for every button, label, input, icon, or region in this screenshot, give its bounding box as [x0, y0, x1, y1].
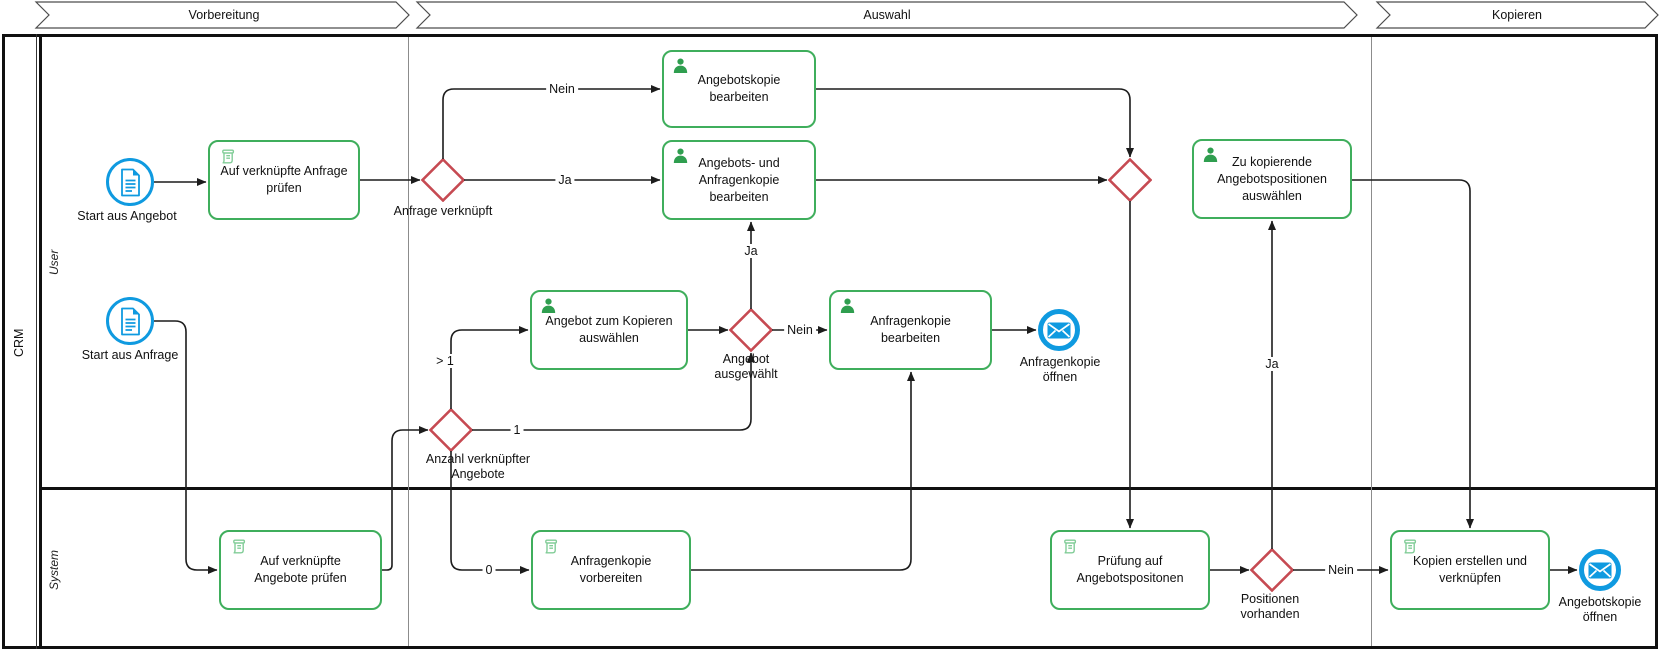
- node-label-line: Positionen: [1240, 592, 1300, 606]
- user-icon: [1202, 146, 1219, 168]
- task-label-line: auswählen: [1242, 188, 1302, 203]
- phase-label-kopieren: Kopieren: [1491, 8, 1543, 22]
- task-label-line: Angebote prüfen: [254, 571, 347, 585]
- flow-condition-label: Nein: [784, 323, 816, 337]
- task-label-line: Angebotskopie: [697, 73, 781, 87]
- script-icon: [1060, 537, 1079, 561]
- start-event-start-aus-angebot[interactable]: [106, 158, 154, 206]
- envelope-icon: [1588, 562, 1612, 579]
- task-label-line: Angebotspositonen: [1076, 571, 1184, 585]
- flow-condition-label: Ja: [741, 244, 761, 258]
- gateway-anzahl-verknuepfter-angebote[interactable]: [428, 407, 474, 453]
- task-anfragenkopie-vorbereiten[interactable]: Anfragenkopie vorbereiten: [531, 530, 691, 610]
- task-kopien-erstellen-und-verknuepfen[interactable]: Kopien erstellen und verknüpfen: [1390, 530, 1550, 610]
- task-label-line: bearbeiten: [709, 189, 769, 204]
- gateway-merge[interactable]: [1107, 157, 1153, 203]
- task-label-line: bearbeiten: [880, 331, 941, 345]
- task-label-line: vorbereiten: [579, 571, 643, 585]
- task-label: Auf verknüpfte Anfrage prüfen: [220, 163, 347, 197]
- user-icon: [672, 57, 689, 79]
- flow-condition-label: Ja: [1262, 357, 1282, 371]
- user-icon: [839, 297, 856, 319]
- script-icon: [1400, 537, 1419, 561]
- node-label-line: Anfrage verknüpft: [393, 204, 493, 218]
- task-label-line: Anfragenkopie: [870, 314, 951, 328]
- user-icon: [672, 147, 689, 169]
- task-label-line: prüfen: [266, 181, 302, 195]
- node-label-line: öffnen: [1042, 370, 1078, 384]
- task-label-line: Anfragenkopie: [698, 172, 780, 187]
- node-label-line: vorhanden: [1240, 607, 1300, 621]
- start-event-start-aus-anfrage[interactable]: [106, 297, 154, 345]
- envelope-icon: [1047, 322, 1071, 339]
- node-label-line: Start aus Angebot: [77, 209, 177, 223]
- flow-condition-label: Nein: [546, 82, 578, 96]
- task-label: Anfragenkopie bearbeiten: [870, 313, 951, 347]
- task-label-line: bearbeiten: [709, 90, 769, 104]
- task-label-line: Angebotspositionen: [1217, 171, 1327, 186]
- start-event-start-aus-angebot-label: Start aus Angebot: [52, 209, 202, 224]
- task-label-line: verknüpfen: [1439, 571, 1501, 585]
- phase-label-auswahl: Auswahl: [863, 8, 911, 22]
- flow-condition-label: 0: [482, 563, 496, 577]
- gateway-positionen-vorhanden[interactable]: [1249, 547, 1295, 593]
- task-label-line: Angebot zum Kopieren: [545, 314, 673, 328]
- task-auf-verknuepfte-anfrage-pruefen[interactable]: Auf verknüpfte Anfrage prüfen: [208, 140, 360, 220]
- script-icon: [218, 147, 237, 171]
- task-label-line: Auf verknüpfte Anfrage: [220, 164, 348, 178]
- task-label: Kopien erstellen und verknüpfen: [1413, 553, 1527, 587]
- pool-border: [2, 34, 1658, 649]
- script-icon: [541, 537, 560, 561]
- task-label: Anfragenkopie vorbereiten: [571, 553, 652, 587]
- gateway-anfrage-verknuepft-label: Anfrage verknüpft: [368, 204, 518, 219]
- task-angebotskopie-bearbeiten[interactable]: Angebotskopie bearbeiten: [662, 50, 816, 128]
- task-label-line: Zu kopierende: [1232, 154, 1312, 169]
- end-event-anfragenkopie-oeffnen[interactable]: [1038, 309, 1080, 351]
- lane-left-border: [39, 34, 42, 649]
- task-label-line: Angebots- und: [698, 155, 780, 170]
- task-label: Angebotskopie bearbeiten: [698, 72, 781, 106]
- task-label-line: auswählen: [579, 331, 639, 345]
- phase-chevron-auswahl: [415, 1, 1358, 29]
- flow-condition-label: > 1: [433, 354, 457, 368]
- gateway-anfrage-verknuepft[interactable]: [420, 157, 466, 203]
- gateway-angebot-ausgewaehlt[interactable]: [728, 307, 774, 353]
- end-event-angebotskopie-oeffnen[interactable]: [1579, 549, 1621, 591]
- user-icon: [540, 297, 557, 319]
- document-icon: [118, 307, 143, 336]
- task-label-line: Prüfung auf: [1097, 554, 1163, 568]
- phase-chevron-kopieren: [1375, 1, 1659, 29]
- node-label-line: Angebotskopie: [1558, 595, 1642, 609]
- node-label-line: öffnen: [1582, 610, 1618, 624]
- task-label-line: Auf verknüpfte: [260, 554, 341, 568]
- task-anfragenkopie-bearbeiten[interactable]: Anfragenkopie bearbeiten: [829, 290, 992, 370]
- phase-label-vorbereitung: Vorbereitung: [188, 8, 260, 22]
- flow-condition-label: 1: [510, 423, 524, 437]
- task-label-line: Anfragenkopie: [570, 554, 652, 568]
- task-label: Angebot zum Kopieren auswählen: [545, 313, 672, 347]
- flow-condition-label: Ja: [555, 173, 575, 187]
- phase-divider-1: [408, 37, 409, 646]
- pool-label-divider: [36, 34, 37, 649]
- flow-condition-label: Nein: [1325, 563, 1357, 577]
- node-label-line: Anfragenkopie: [1019, 355, 1101, 369]
- document-icon: [118, 168, 143, 197]
- script-icon: [229, 537, 248, 561]
- phase-chevron-vorbereitung: [34, 1, 410, 29]
- task-label-line: Kopien erstellen und: [1413, 554, 1527, 568]
